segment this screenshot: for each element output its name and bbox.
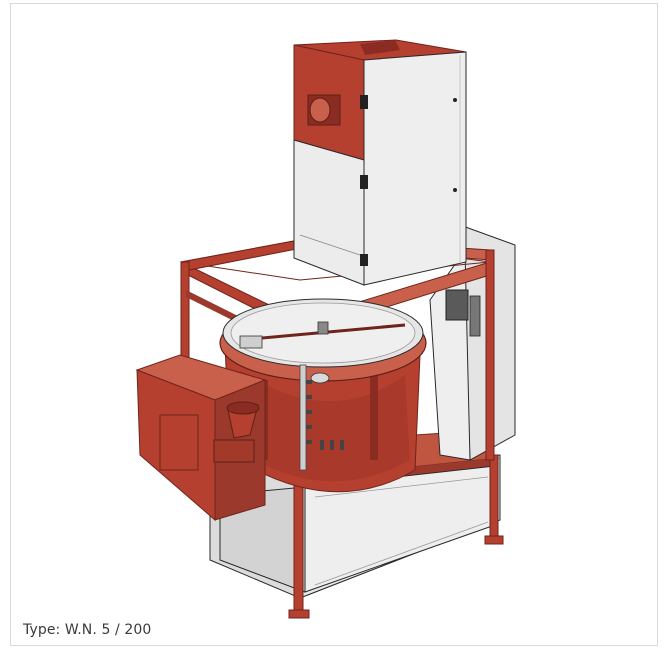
tower-hopper: [293, 39, 467, 286]
side-feeder: [135, 354, 267, 522]
product-caption: Type: W.N. 5 / 200: [23, 622, 152, 638]
mixing-vessel: [219, 298, 427, 493]
